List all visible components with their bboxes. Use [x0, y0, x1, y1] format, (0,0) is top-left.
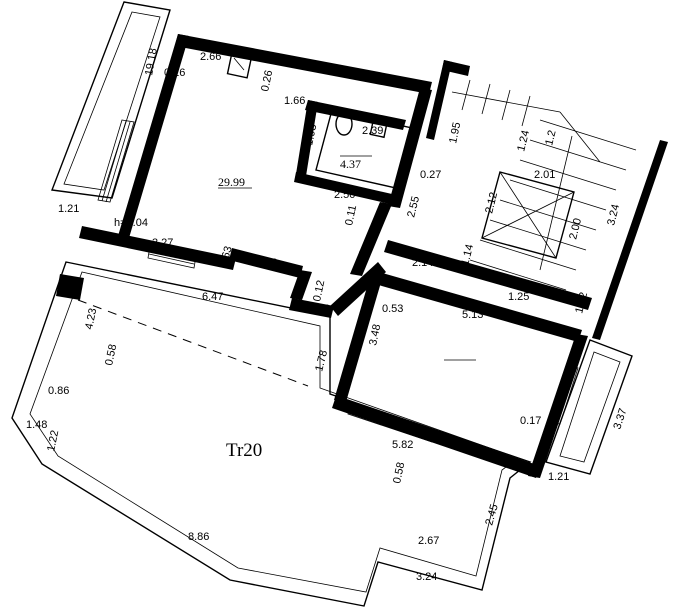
dim-1-48: 1.48	[26, 419, 47, 431]
dim-2-22: 2.22	[256, 257, 277, 269]
dim-0-26: 0.26	[259, 69, 275, 92]
dim-2-67: 2.67	[418, 535, 439, 547]
area-main-room: 29.99	[218, 175, 245, 189]
terrace-outline	[11, 261, 532, 607]
bathroom	[294, 100, 413, 204]
dim-1-66: 1.66	[284, 95, 305, 107]
dim-0-63: 0.63	[217, 245, 234, 269]
dim-0-17: 0.17	[520, 415, 541, 427]
elevator-shaft	[481, 171, 575, 259]
dim-3-37: 3.37	[611, 407, 629, 431]
dim-1-22-left: 1.22	[45, 429, 61, 452]
dim-3-24-bottom: 3.24	[416, 571, 437, 583]
stair-block-walls	[384, 60, 668, 340]
dim-19-18: 19.18	[143, 47, 160, 76]
dim-0-12: 0.12	[311, 279, 327, 302]
left-balcony-inner	[63, 11, 161, 191]
left-balcony-outline	[51, 1, 171, 199]
window-left-main	[97, 119, 135, 203]
dimension-labels: 19.18 0.16 2.66 0.26 1.66 1.93 2.39 5.44…	[26, 47, 629, 583]
dim-5-44: 5.44	[145, 127, 161, 150]
dim-4-23: 4.23	[83, 307, 99, 330]
dim-2-66: 2.66	[200, 51, 221, 63]
terrace-inner	[29, 271, 519, 593]
sink-symbol	[226, 47, 254, 79]
terrace-dashed-line	[77, 299, 309, 387]
dim-0-58-bottom: 0.58	[391, 461, 407, 484]
right-balcony-inner	[559, 351, 621, 463]
area-bathroom: 4.37	[340, 157, 361, 171]
dim-1-21-left: 1.21	[58, 203, 79, 215]
dim-8-86: 8.86	[188, 531, 209, 543]
dim-1-2: 1.2	[543, 129, 558, 147]
dim-1-25: 1.25	[508, 291, 529, 303]
dim-1-78: 1.78	[313, 349, 330, 373]
dim-1-24: 1.24	[515, 129, 532, 153]
dim-3-27: 3.27	[152, 237, 173, 249]
dim-0-27: 0.27	[420, 169, 441, 181]
dim-1-14: 1.14	[459, 243, 476, 267]
dim-0-58-top: 0.58	[103, 343, 119, 366]
dim-0-11: 0.11	[343, 204, 359, 227]
dim-2-45: 2.45	[483, 503, 500, 527]
dim-1-93: 1.93	[303, 123, 319, 146]
dim-5-82: 5.82	[392, 439, 413, 451]
dim-1-22-right: 1.22	[573, 291, 590, 315]
right-balcony-outline	[545, 339, 633, 475]
right-room-walls	[332, 270, 588, 478]
terrace-column	[56, 274, 84, 300]
dim-2-50: 2.50	[334, 189, 355, 201]
dim-3-24-right: 3.24	[605, 203, 622, 227]
dim-5-13: 5.13	[462, 309, 483, 321]
dim-0-16-top: 0.16	[164, 67, 185, 79]
dim-3-48: 3.48	[367, 323, 383, 346]
dim-0-86: 0.86	[48, 385, 69, 397]
window-bottom-main	[147, 245, 197, 269]
dim-6-47: 6.47	[202, 291, 223, 303]
ceiling-height: h=3.04	[114, 217, 148, 229]
dim-3-13: 3.13	[353, 249, 370, 273]
dim-2-14: 2.14	[412, 257, 433, 269]
dim-2-39: 2.39	[362, 125, 383, 137]
dim-2-12: 2.12	[483, 191, 500, 215]
stair-treads	[451, 79, 637, 291]
dim-1-21-right: 1.21	[548, 471, 569, 483]
dim-2-01: 2.01	[534, 169, 555, 181]
dim-0-53: 0.53	[382, 303, 403, 315]
dim-0-77: 0.77	[324, 303, 345, 315]
dim-1-95: 1.95	[447, 121, 463, 144]
terrace-label: Tr20	[226, 440, 262, 461]
dim-2-55: 2.55	[405, 195, 422, 219]
dim-2-00: 2.00	[567, 217, 584, 241]
